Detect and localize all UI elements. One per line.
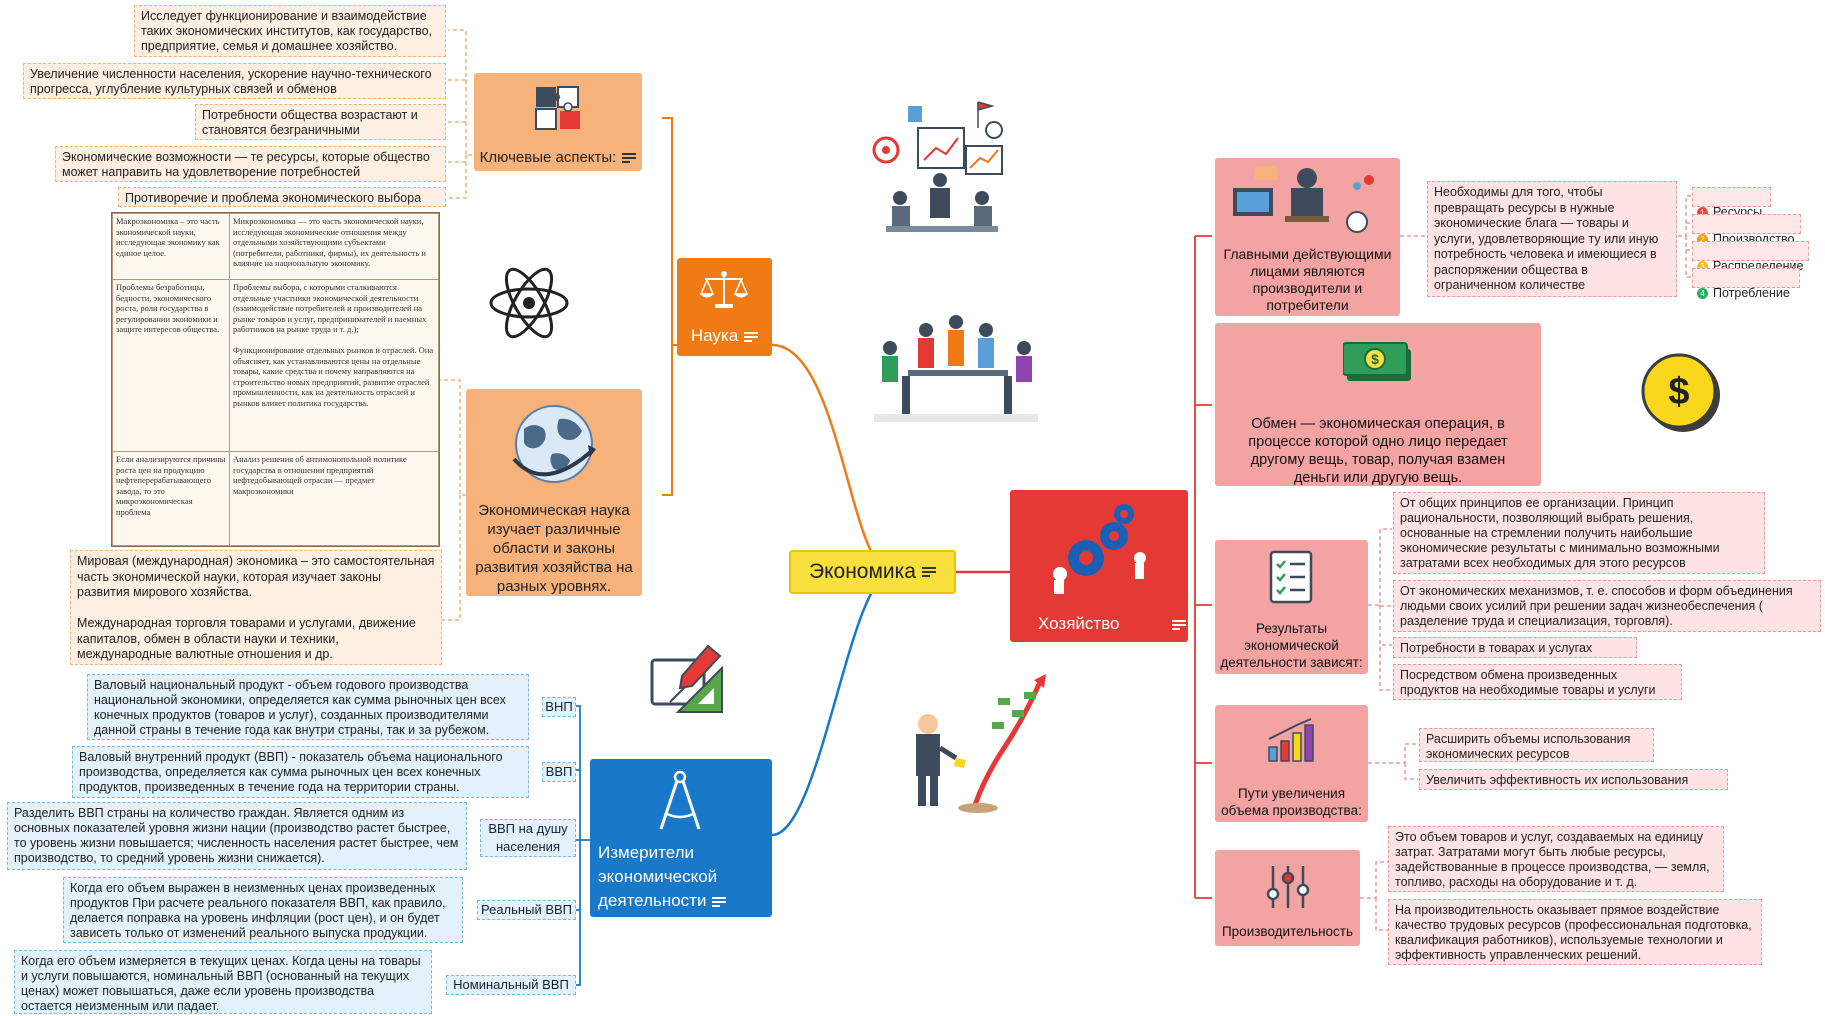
productivity-node[interactable]: Производительность bbox=[1215, 850, 1360, 946]
business-meeting-illustration bbox=[872, 101, 1003, 232]
nauka-label: Наука bbox=[690, 326, 739, 345]
results-label: Результаты экономической деятельности за… bbox=[1220, 621, 1363, 670]
central-topic-label: Экономика bbox=[809, 560, 916, 583]
growth-label: Пути увеличения объема производства: bbox=[1221, 786, 1362, 818]
economic-science-label: Экономическая наука изучает различные об… bbox=[475, 502, 633, 595]
scales-icon bbox=[699, 271, 749, 308]
results-note-4: Посредством обмена произведенных продукт… bbox=[1393, 664, 1682, 700]
puzzle-icon bbox=[535, 86, 580, 130]
table-cell: Микроэкономика — это часть экономической… bbox=[229, 213, 439, 280]
results-note-3: Потребности в товарах и услугах bbox=[1393, 637, 1637, 658]
key-aspect-note-2: Увеличение численности населения, ускоре… bbox=[23, 63, 446, 99]
growth-businessman-illustration bbox=[916, 674, 1046, 813]
sliders-icon bbox=[1266, 866, 1310, 908]
number-3-icon: 3 bbox=[1697, 261, 1708, 273]
nominal-gdp-note: Когда его объем измеряется в текущих цен… bbox=[14, 950, 432, 1014]
world-economy-note: Мировая (международная) экономика – это … bbox=[70, 550, 442, 665]
macro-micro-table: Макроэкономика – это часть экономической… bbox=[111, 212, 440, 547]
key-aspect-note-3: Потребности общества возрастают и станов… bbox=[195, 104, 446, 140]
svg-text:$: $ bbox=[1371, 351, 1379, 367]
team-work-illustration bbox=[874, 315, 1038, 422]
actors-node[interactable]: Главными действующими лицами являются пр… bbox=[1215, 158, 1400, 316]
productivity-label: Производительность bbox=[1221, 924, 1354, 939]
number-1-icon: 1 bbox=[1697, 207, 1708, 219]
growth-node[interactable]: Пути увеличения объема производства: bbox=[1215, 705, 1368, 822]
meters-title: Измерители экономической деятельности bbox=[598, 843, 718, 910]
central-topic[interactable]: Экономика bbox=[789, 550, 956, 594]
economic-science-node[interactable]: Экономическая наука изучает различные об… bbox=[466, 389, 642, 596]
money-bill-icon: $ bbox=[1343, 342, 1411, 381]
meters-node[interactable]: Измерители экономической деятельности bbox=[590, 759, 772, 917]
atom-icon bbox=[489, 267, 569, 339]
gnp-note: Валовый национальный продукт - объем год… bbox=[87, 674, 529, 740]
key-aspect-note-4: Экономические возможности — те ресурсы, … bbox=[55, 146, 446, 182]
notes-icon bbox=[744, 331, 759, 342]
table-cell: Анализ решения об антимонопольной полити… bbox=[229, 451, 439, 546]
dollar-coin-icon: $ bbox=[1641, 353, 1720, 432]
household-label: Хозяйство bbox=[1038, 614, 1120, 633]
table-cell: Проблемы выбора, с которыми сталкиваются… bbox=[229, 279, 439, 452]
growth-note-2: Увеличить эффективность их использования bbox=[1419, 769, 1728, 790]
drafting-compass-icon bbox=[659, 770, 701, 830]
number-2-icon: 2 bbox=[1697, 234, 1708, 246]
nauka-node[interactable]: Наука bbox=[677, 258, 772, 356]
tag-nominal-gdp[interactable]: Номинальный ВВП bbox=[446, 975, 576, 995]
household-node[interactable]: Хозяйство bbox=[1010, 490, 1188, 642]
ruler-pencil-icon bbox=[650, 644, 723, 713]
results-note-2: От экономических механизмов, т. е. спосо… bbox=[1393, 580, 1821, 632]
checklist-icon bbox=[1269, 550, 1313, 604]
gdp-note: Валовый внутренний продукт (ВВП) - показ… bbox=[72, 746, 529, 798]
notes-icon bbox=[622, 153, 637, 164]
growth-note-1: Расширить объемы использования экономиче… bbox=[1419, 728, 1654, 762]
results-note-1: От общих принципов ее организации. Принц… bbox=[1393, 492, 1765, 574]
exchange-label: Обмен — экономическая операция, в процес… bbox=[1248, 416, 1508, 486]
actors-note: Необходимы для того, чтобы превращать ре… bbox=[1427, 181, 1677, 297]
gdp-per-capita-note: Разделить ВВП страны на количество гражд… bbox=[7, 802, 467, 870]
svg-text:$: $ bbox=[1668, 371, 1689, 413]
table-cell: Если анализируются причины роста цен на … bbox=[112, 451, 230, 546]
productivity-note-2: На производительность оказывает прямое в… bbox=[1388, 899, 1762, 965]
key-aspect-note-5: Противоречие и проблема экономического в… bbox=[118, 187, 446, 207]
tag-gnp[interactable]: ВНП bbox=[542, 697, 576, 717]
key-aspects-label: Ключевые аспекты: bbox=[479, 149, 617, 166]
cycle-item-consumption[interactable]: 4 Потребление bbox=[1692, 268, 1800, 300]
key-aspects-node[interactable]: Ключевые аспекты: bbox=[474, 73, 642, 171]
productivity-note-1: Это объем товаров и услуг, создаваемых н… bbox=[1388, 826, 1724, 892]
table-cell: Проблемы безработицы, бедности, экономич… bbox=[112, 279, 230, 452]
notes-icon bbox=[921, 567, 936, 578]
cycle-item-label: Потребление bbox=[1713, 286, 1790, 300]
meters-label: Измерители экономической деятельности bbox=[598, 841, 768, 913]
notes-icon bbox=[1171, 619, 1186, 630]
gears-icon bbox=[1053, 504, 1146, 594]
people-office-icon bbox=[1233, 166, 1374, 233]
number-4-icon: 4 bbox=[1697, 288, 1708, 300]
real-gdp-note: Когда его объем выражен в неизменных цен… bbox=[63, 877, 463, 943]
actors-label: Главными действующими лицами являются пр… bbox=[1223, 246, 1392, 313]
notes-icon bbox=[712, 896, 727, 907]
tag-gdp-per-capita[interactable]: ВВП на душу населения bbox=[480, 819, 576, 857]
tag-real-gdp[interactable]: Реальный ВВП bbox=[477, 900, 576, 920]
globe-icon bbox=[512, 405, 596, 483]
tag-gdp[interactable]: ВВП bbox=[542, 762, 576, 782]
exchange-node[interactable]: $ Обмен — экономическая операция, в проц… bbox=[1215, 323, 1541, 486]
bar-growth-icon bbox=[1268, 718, 1314, 762]
table-cell: Макроэкономика – это часть экономической… bbox=[112, 213, 230, 280]
results-node[interactable]: Результаты экономической деятельности за… bbox=[1215, 540, 1368, 674]
key-aspect-note-1: Исследует функционирование и взаимодейст… bbox=[134, 5, 446, 57]
